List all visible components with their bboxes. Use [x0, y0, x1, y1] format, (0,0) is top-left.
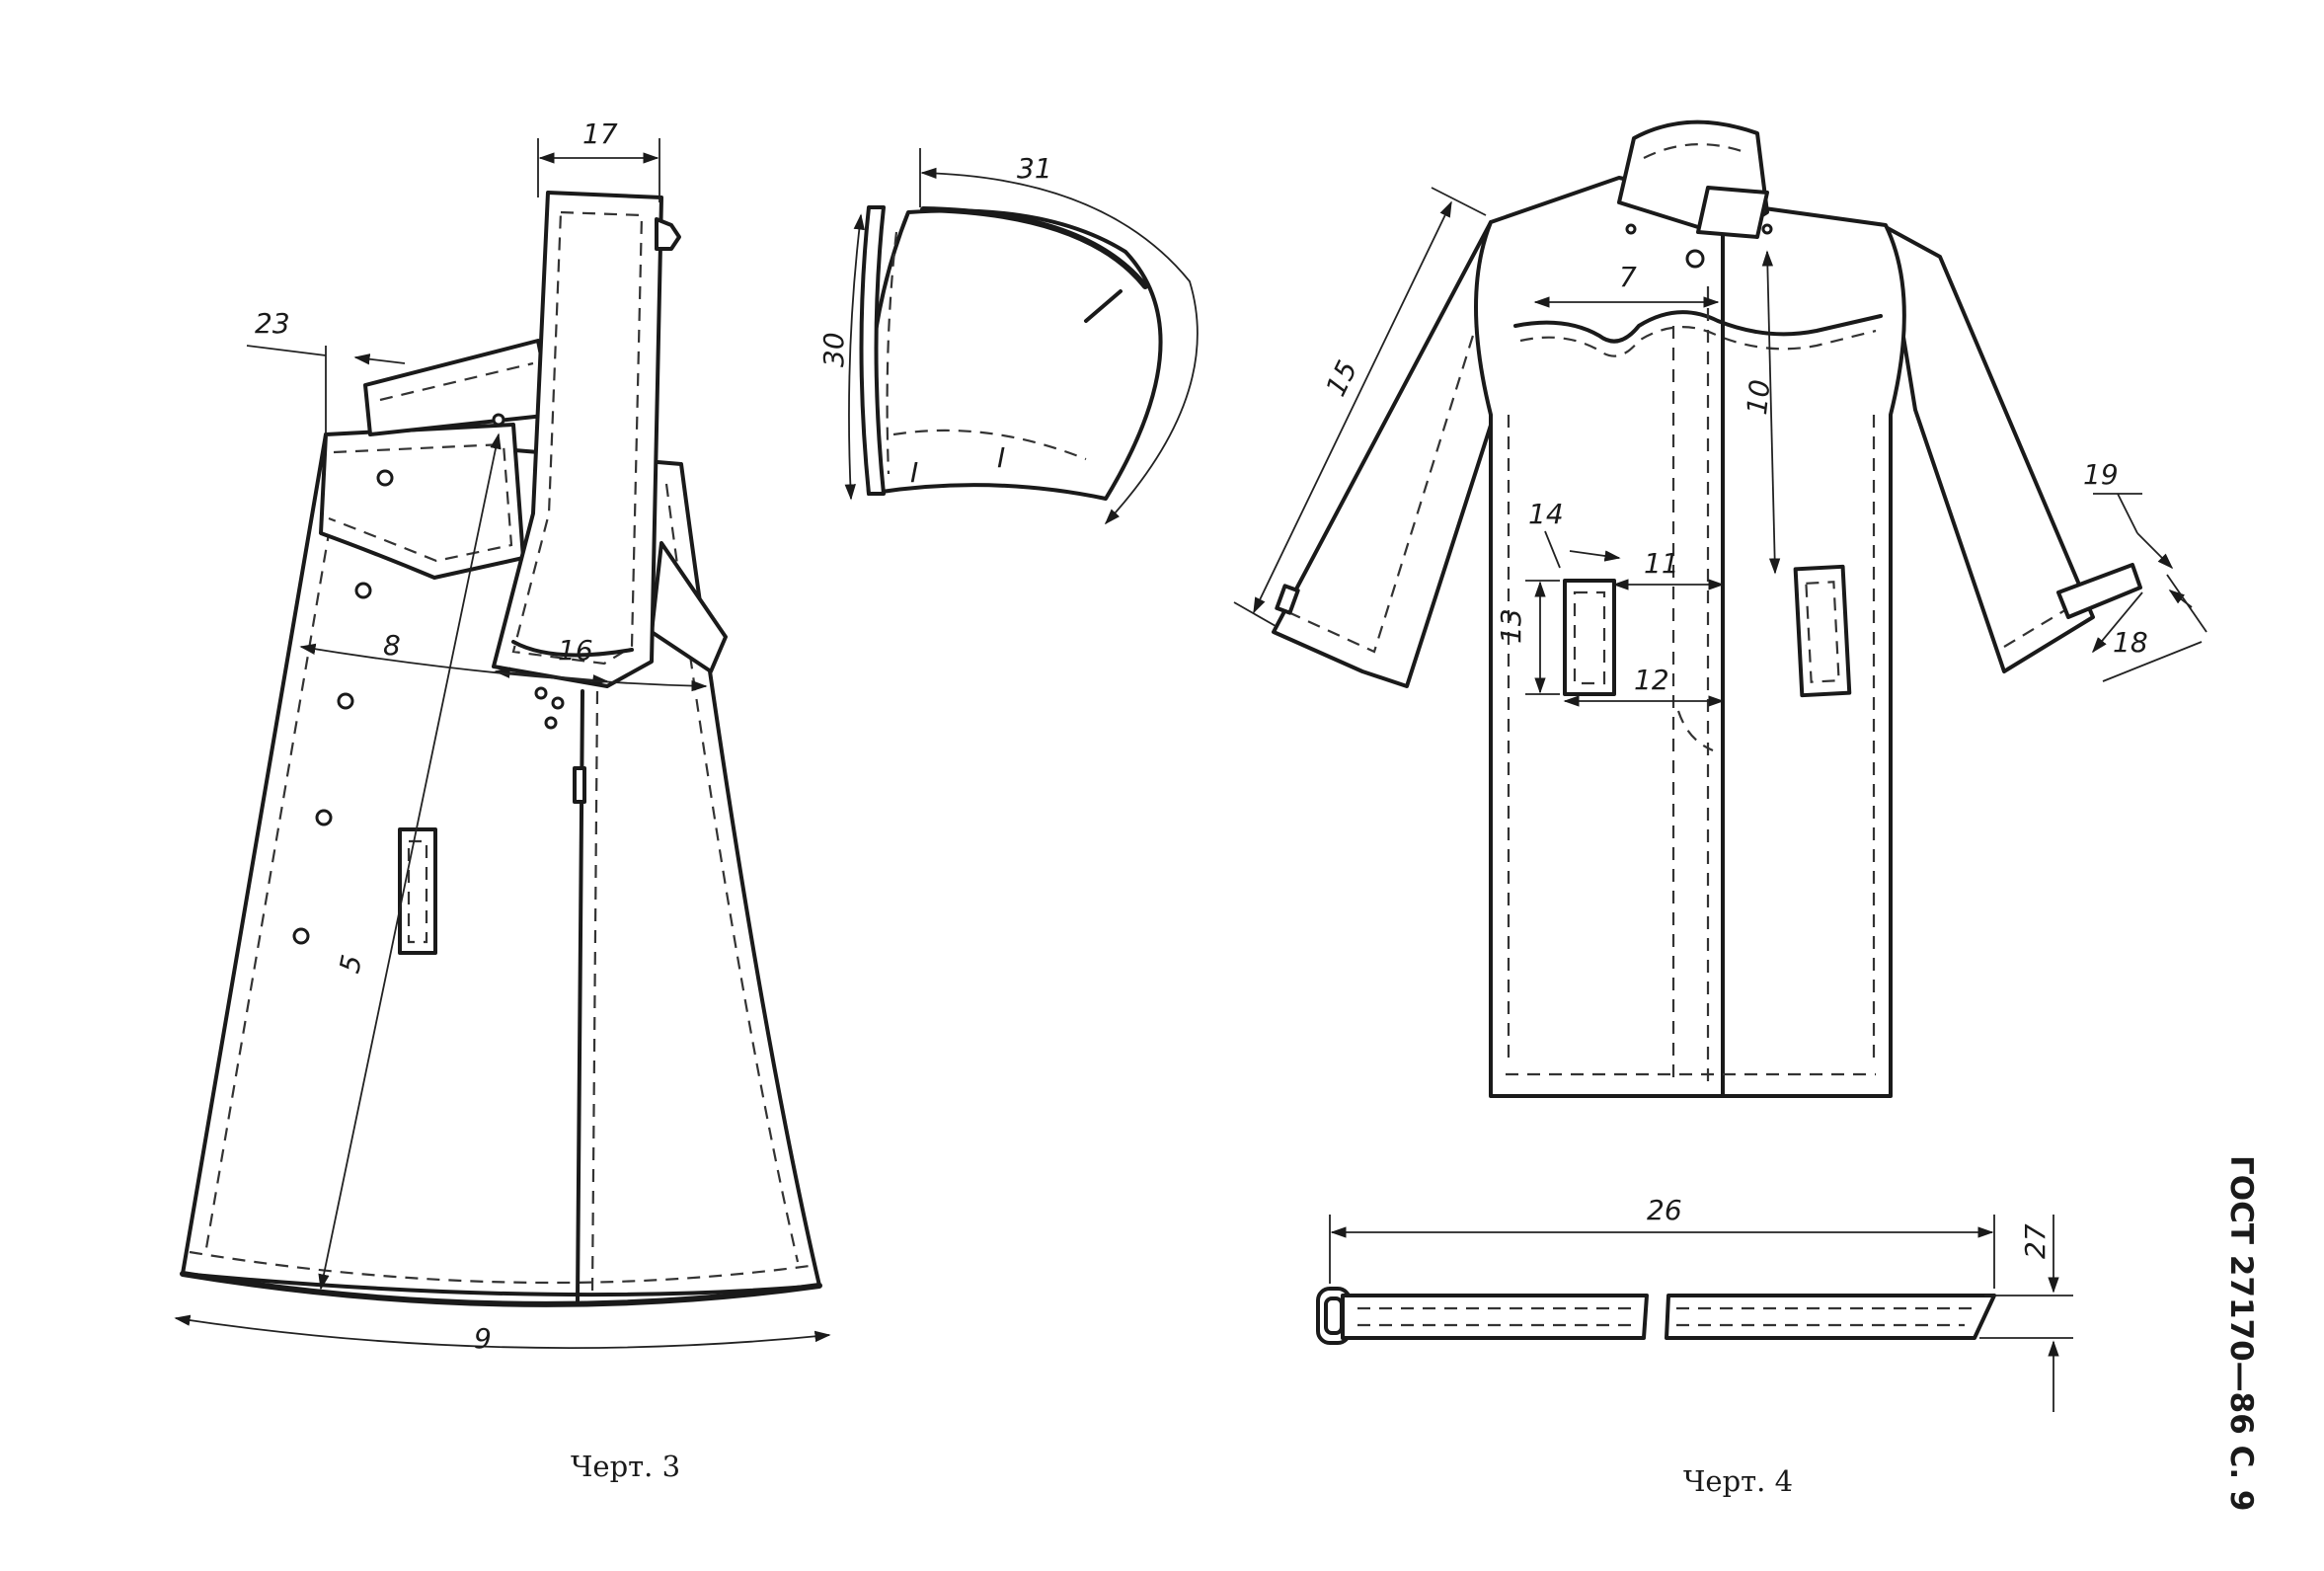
dim-ext-line: [1431, 187, 1487, 216]
hem-stitch: [189, 1250, 811, 1285]
dim-leader-23: [246, 345, 327, 356]
dim-line-30: [844, 213, 865, 501]
side-flap: [650, 541, 728, 673]
collar-snap: [1761, 223, 1773, 235]
dim-label-12: 12: [1634, 664, 1669, 696]
left-sleeve-stitch: [1287, 246, 1503, 654]
dim-label-17: 17: [582, 118, 618, 150]
shoulder-tab: [363, 339, 555, 436]
dim-line-5: [318, 432, 502, 1291]
dim-label-13: 13: [1495, 608, 1527, 644]
dim-label-19: 19: [2083, 458, 2119, 491]
dim-ext-line: [1233, 601, 1277, 627]
dim-ext-line: [2102, 641, 2203, 682]
right-sleeve: [1884, 225, 2095, 673]
belt-right-segment: [1665, 1294, 1996, 1340]
dim-label-9: 9: [474, 1322, 492, 1355]
caption-drawing-3: Черт. 3: [571, 1450, 680, 1483]
dim-label-27: 27: [2019, 1223, 2052, 1259]
dim-arrow-23: [353, 353, 406, 365]
eyelet: [544, 716, 558, 730]
eyelet: [551, 696, 565, 710]
collar-button: [1685, 249, 1705, 269]
dim-label-30: 30: [817, 332, 850, 367]
caption-drawing-4: Черт. 4: [1683, 1464, 1793, 1498]
dim-label-23: 23: [255, 307, 290, 340]
dim-label-10: 10: [1741, 378, 1777, 417]
dim-label-15: 15: [1319, 355, 1363, 401]
pocket-fold-curve: [1676, 710, 1714, 752]
button-hole: [315, 809, 333, 826]
dim-line-9: [174, 1314, 831, 1350]
dim-label-8: 8: [383, 629, 401, 662]
left-pocket-stitch: [1573, 590, 1606, 685]
dim-label-14: 14: [1528, 498, 1564, 530]
collar-clasp: [655, 217, 681, 251]
right-pocket-stitch: [1805, 581, 1840, 683]
dim-label-18: 18: [2113, 626, 2148, 659]
collar-flap: [1696, 186, 1769, 239]
button-hole: [354, 582, 372, 599]
right-patch-pocket: [1793, 564, 1852, 698]
dim-arrow-14: [1569, 550, 1621, 562]
collar-stitch: [1643, 143, 1748, 159]
button-hole: [337, 692, 354, 710]
dim-label-11: 11: [1644, 547, 1679, 580]
hem-band: [180, 1271, 822, 1307]
collar-snap: [1625, 223, 1637, 235]
right-cuff-tab: [2056, 563, 2142, 619]
dim-ext-line: [2166, 574, 2208, 633]
button-hole: [376, 469, 394, 487]
left-patch-pocket: [1563, 579, 1616, 696]
dim-line-31: [920, 167, 1199, 525]
placket-button-tab: [573, 766, 586, 804]
yoke-stitch: [1519, 326, 1877, 357]
dim-line-18: [2091, 591, 2143, 654]
coat-side-view: [180, 191, 822, 1307]
belt-left-segment: [1341, 1294, 1649, 1340]
dim-label-7: 7: [1619, 261, 1637, 293]
hood-marker-I: I: [997, 441, 1005, 474]
dim-arrow-19: [2136, 532, 2174, 570]
eyelet: [492, 413, 505, 427]
side-pocket: [398, 827, 437, 955]
button-hole: [292, 927, 310, 945]
eyelet: [534, 686, 548, 700]
dim-line-15: [1253, 200, 1452, 614]
dim-label-31: 31: [1017, 152, 1052, 185]
dim-label-26: 26: [1647, 1194, 1682, 1226]
dim-leader-19: [2117, 493, 2138, 534]
hood-marker-I: I: [910, 456, 918, 489]
shoulder-tab-stitch: [379, 361, 534, 402]
dim-leader-14: [1544, 530, 1561, 569]
dim-label-16: 16: [558, 634, 593, 667]
coat-front-body: [1474, 176, 1906, 1098]
hood-detail: I I 31 30: [817, 148, 1199, 525]
placket-stitch: [590, 690, 599, 1295]
coat-front-view: [1272, 119, 2142, 1098]
dim-line-10: [1761, 250, 1781, 575]
page-stamp: ГОСТ 27170—86 С. 9: [2223, 1155, 2259, 1511]
belt-detail: 26 27: [1316, 1194, 2073, 1412]
